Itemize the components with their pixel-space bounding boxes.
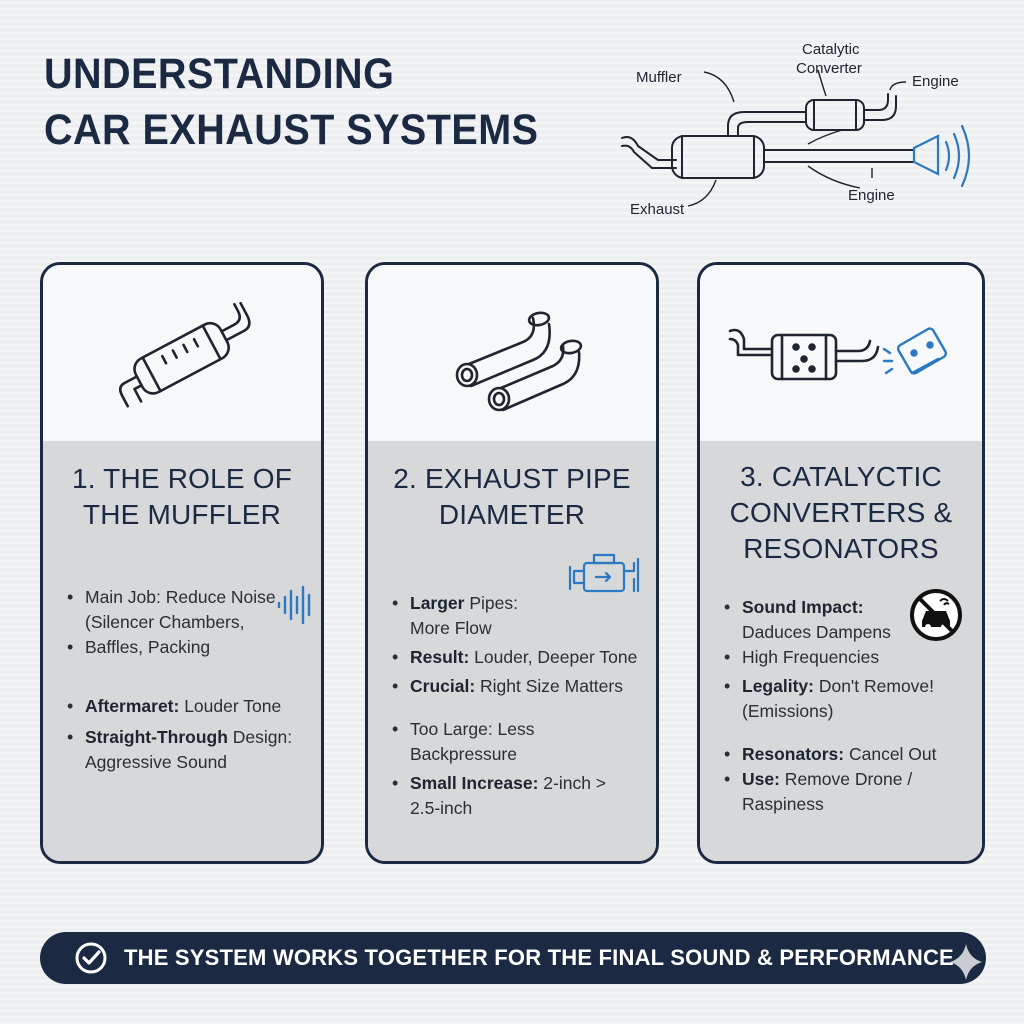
card-muffler: 1. THE ROLE OF THE MUFFLER Main Job: Red…	[40, 262, 324, 864]
list-item: Main Job: Reduce Noise(Silencer Chambers…	[65, 585, 311, 635]
page-title: UNDERSTANDING CAR EXHAUST SYSTEMS	[44, 46, 539, 158]
sparkle-icon	[950, 944, 982, 980]
list-item: Use: Remove Drone /Raspiness	[722, 767, 972, 817]
card-2-title: 2. EXHAUST PIPE DIAMETER	[393, 463, 631, 530]
label-catalytic-1: Catalytic	[802, 41, 860, 58]
card-1-title: 1. THE ROLE OF THE MUFFLER	[71, 463, 293, 530]
list-item: Result: Louder, Deeper Tone	[390, 645, 646, 670]
card-catalytic: 3. CATALYCTIC CONVERTERS & RESONATORS So…	[697, 262, 985, 864]
exhaust-system-diagram: Muffler Catalytic Converter Engine Engin…	[621, 41, 971, 218]
list-item: Legality: Don't Remove!(Emissions)	[722, 674, 972, 724]
list-item: Resonators: Cancel Out	[722, 742, 972, 767]
sound-wave-icon	[277, 585, 311, 625]
catalytic-converter-icon	[728, 327, 948, 381]
label-engine-top: Engine	[912, 73, 959, 90]
banner-text: THE SYSTEM WORKS TOGETHER FOR THE FINAL …	[124, 945, 954, 970]
card-1-list: Main Job: Reduce Noise(Silencer Chambers…	[65, 585, 311, 779]
summary-banner: THE SYSTEM WORKS TOGETHER FOR THE FINAL …	[40, 932, 986, 984]
list-item: Baffles, Packing	[65, 635, 311, 660]
card-2-list: Larger Pipes:More Flow Result: Louder, D…	[390, 591, 646, 825]
title-line-2: CAR EXHAUST SYSTEMS	[44, 106, 539, 154]
pipes-icon	[455, 311, 583, 412]
label-catalytic-2: Converter	[796, 60, 862, 77]
list-item: Crucial: Right Size Matters	[390, 674, 646, 699]
label-exhaust: Exhaust	[630, 201, 685, 218]
list-item: Sound Impact:Daduces Dampens	[722, 595, 972, 645]
card-3-title: 3. CATALYCTIC CONVERTERS & RESONATORS	[729, 461, 953, 564]
muffler-icon	[118, 301, 251, 408]
card-pipe-diameter: 2. EXHAUST PIPE DIAMETER Larger Pipes:Mo…	[365, 262, 659, 864]
list-item: Straight-Through Design:Aggressive Sound	[65, 725, 311, 775]
list-item: Small Increase: 2-inch >2.5-inch	[390, 771, 646, 821]
list-item: Too Large: Less Backpressure	[390, 717, 646, 767]
check-icon	[75, 942, 107, 974]
card-3-list: Sound Impact:Daduces Dampens High Freque…	[722, 595, 972, 821]
list-item: Aftermaret: Louder Tone	[65, 694, 311, 719]
label-engine-bottom: Engine	[848, 187, 895, 204]
list-item: Larger Pipes:More Flow	[390, 591, 646, 641]
list-item: High Frequencies	[722, 645, 972, 670]
title-line-1: UNDERSTANDING	[44, 50, 395, 98]
label-muffler: Muffler	[636, 69, 682, 86]
